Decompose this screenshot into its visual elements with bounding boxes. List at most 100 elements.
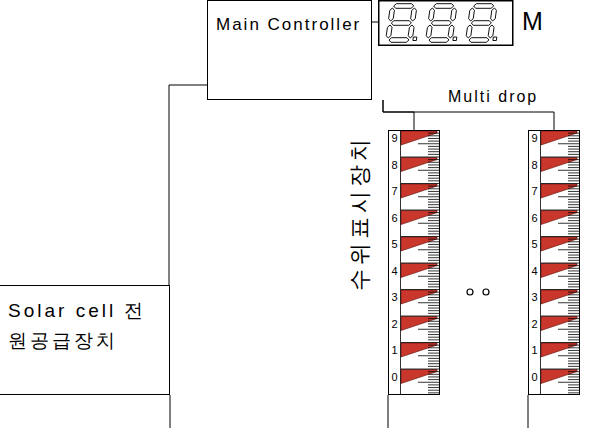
tick — [568, 376, 580, 377]
tick — [568, 313, 580, 314]
tick — [568, 167, 580, 168]
tick — [568, 233, 580, 234]
tick — [401, 210, 440, 211]
scale-number: 3 — [389, 291, 400, 303]
gauge-outline — [389, 131, 440, 395]
tick — [428, 228, 440, 229]
tick — [568, 247, 580, 248]
tick — [428, 345, 440, 346]
tick — [428, 233, 440, 234]
tick — [568, 384, 580, 385]
tick — [568, 392, 580, 393]
scale-number: 0 — [529, 371, 540, 383]
ellipsis-dot — [483, 289, 489, 295]
tick — [428, 151, 440, 152]
tick — [568, 252, 580, 253]
tick — [418, 382, 440, 383]
decimal-point — [453, 37, 457, 41]
tick — [428, 172, 440, 173]
tick — [401, 263, 440, 264]
tick — [401, 369, 440, 370]
scale-number: 6 — [529, 212, 540, 224]
tick — [401, 157, 440, 158]
tick — [568, 220, 580, 221]
tick — [418, 276, 440, 277]
tick — [428, 164, 440, 165]
tick — [428, 286, 440, 287]
scale-number: 6 — [389, 212, 400, 224]
tick — [428, 241, 440, 242]
tick — [401, 316, 440, 317]
tick — [428, 186, 440, 187]
tick — [568, 310, 580, 311]
tick — [568, 326, 580, 327]
tick — [418, 223, 440, 224]
tick — [568, 331, 580, 332]
segment — [389, 38, 410, 43]
tick — [568, 191, 580, 192]
tick — [568, 300, 580, 301]
tick — [568, 358, 580, 359]
tick — [568, 215, 580, 216]
tick — [568, 231, 580, 232]
tick — [541, 236, 580, 237]
tick — [418, 302, 440, 303]
water-level-gauge: 9876543210 — [528, 130, 580, 395]
tick — [428, 212, 440, 213]
tick — [568, 212, 580, 213]
tick — [428, 321, 440, 322]
tick — [428, 294, 440, 295]
segment — [431, 21, 452, 26]
tick — [428, 220, 440, 221]
scale-number: 7 — [389, 185, 400, 197]
segment — [429, 38, 450, 43]
tick — [428, 146, 440, 147]
tick — [428, 331, 440, 332]
tick — [428, 376, 440, 377]
tick — [568, 188, 580, 189]
controller-box: Main Controller — [207, 0, 372, 100]
tick — [568, 138, 580, 139]
segment — [490, 8, 496, 21]
tick — [428, 178, 440, 179]
segment — [388, 8, 394, 21]
tick — [428, 318, 440, 319]
tick — [428, 308, 440, 309]
tick — [428, 244, 440, 245]
tick — [568, 225, 580, 226]
tick — [568, 353, 580, 354]
scale-number: 2 — [389, 318, 400, 330]
tick — [428, 175, 440, 176]
tick — [568, 268, 580, 269]
segment — [448, 25, 454, 38]
tick — [428, 255, 440, 256]
tick — [568, 241, 580, 242]
tick — [568, 339, 580, 340]
tick — [428, 188, 440, 189]
tick — [428, 202, 440, 203]
tick — [401, 183, 440, 184]
tick — [568, 345, 580, 346]
tick — [428, 159, 440, 160]
tick — [428, 194, 440, 195]
tick — [568, 141, 580, 142]
tick — [428, 350, 440, 351]
tick — [568, 308, 580, 309]
digit-outline — [465, 4, 501, 43]
tick — [568, 228, 580, 229]
bus-label: Multi drop — [448, 87, 538, 106]
tick — [401, 289, 440, 290]
tick — [568, 366, 580, 367]
tick — [401, 130, 440, 131]
tick — [568, 278, 580, 279]
tick — [568, 297, 580, 298]
tick — [541, 342, 580, 343]
digit-outline — [425, 4, 461, 43]
tick — [428, 199, 440, 200]
tick — [568, 151, 580, 152]
decimal-point — [413, 37, 417, 41]
segment-display: M — [378, 0, 548, 46]
tick — [428, 215, 440, 216]
tick — [568, 178, 580, 179]
